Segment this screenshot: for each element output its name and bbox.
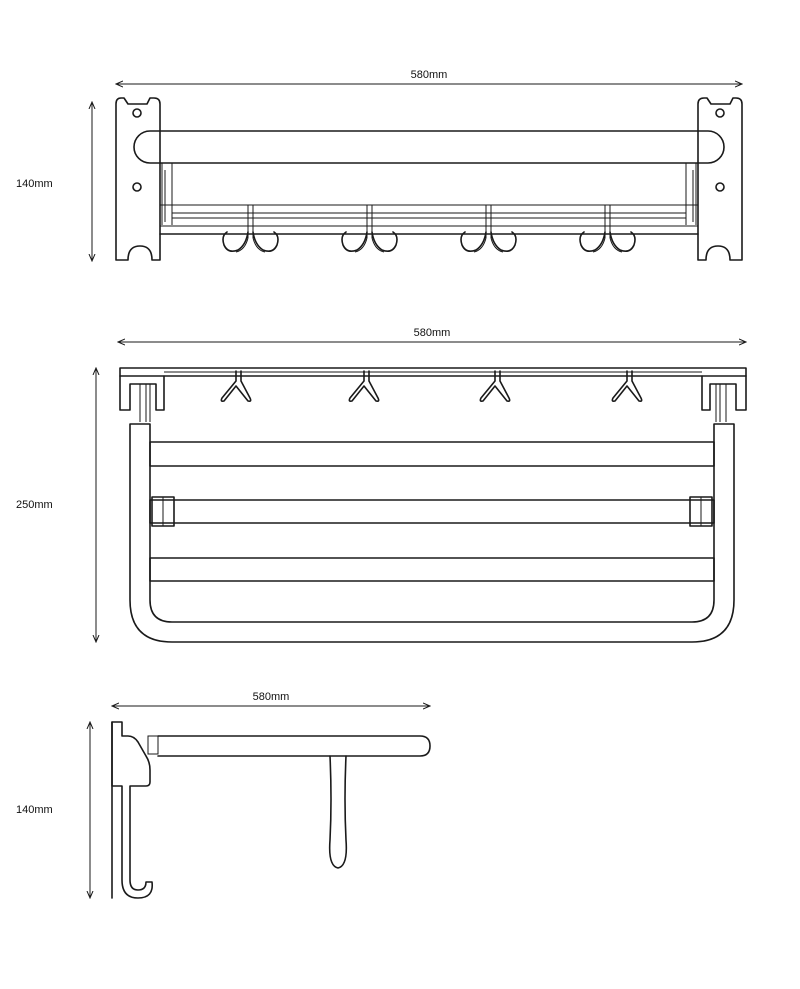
front-left-upright xyxy=(161,163,173,225)
side-hinge xyxy=(147,735,159,755)
side-bar xyxy=(157,735,431,757)
front-view: 580mm 140mm xyxy=(16,69,742,261)
side-view: 580mm 140mm xyxy=(16,691,430,898)
side-wall-bracket xyxy=(111,721,154,899)
top-slat-3 xyxy=(149,557,715,582)
top-right-bracket xyxy=(701,375,747,411)
right-screw-hole-top xyxy=(715,108,725,118)
side-hanging-arm xyxy=(328,755,348,869)
top-wall-plate xyxy=(119,367,747,377)
front-right-upright xyxy=(685,163,697,225)
front-hook-1 xyxy=(222,204,279,253)
right-screw-hole-bottom xyxy=(715,182,725,192)
top-width-label: 580mm xyxy=(414,327,451,339)
left-screw-hole-bottom xyxy=(132,182,142,192)
front-width-label: 580mm xyxy=(411,69,448,81)
top-slat-1 xyxy=(149,441,715,467)
top-left-hinge xyxy=(139,384,151,422)
side-height-label: 140mm xyxy=(16,804,53,816)
front-hook-4 xyxy=(579,204,636,253)
side-width-label: 580mm xyxy=(253,691,290,703)
top-u-frame xyxy=(129,423,735,643)
top-right-hinge xyxy=(715,384,727,422)
top-left-bracket xyxy=(119,375,165,411)
front-top-bar xyxy=(133,130,725,164)
left-screw-hole-top xyxy=(132,108,142,118)
right-wall-bracket xyxy=(697,97,743,261)
front-hook-2 xyxy=(341,204,398,253)
left-wall-bracket xyxy=(115,97,161,261)
front-height-label: 140mm xyxy=(16,178,53,190)
top-slat-2 xyxy=(149,499,715,524)
top-depth-label: 250mm xyxy=(16,499,53,511)
front-hook-3 xyxy=(460,204,517,253)
top-view: 580mm 250mm xyxy=(16,327,746,642)
